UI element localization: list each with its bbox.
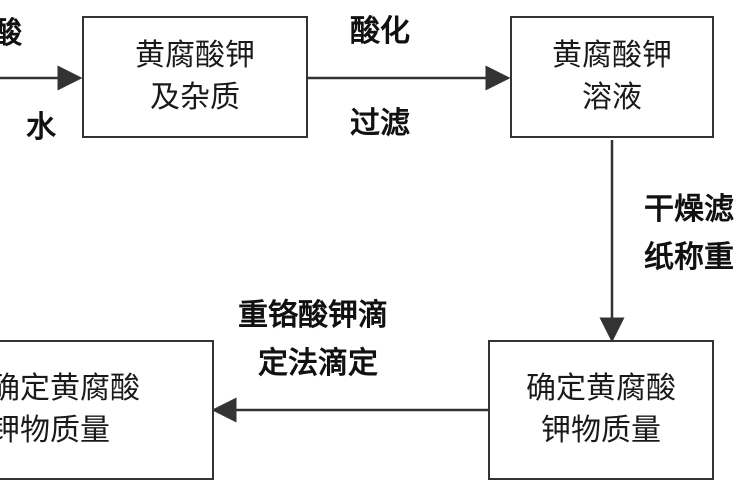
label-dry-line1: 干燥滤: [644, 192, 734, 227]
box-mass-right-line1: 确定黄腐酸: [526, 371, 676, 406]
label-titration-line2: 定法滴定: [258, 346, 378, 381]
label-titration-line1: 重铬酸钾滴: [238, 298, 388, 333]
box-solution-line1: 黄腐酸钾: [552, 38, 672, 73]
label-acid-cut: 酸: [0, 16, 22, 51]
box-raw-line1: 黄腐酸钾: [135, 38, 255, 73]
box-mass-left-line1: 确定黄腐酸: [0, 371, 140, 406]
box-mass-left-line2: 钾物质量: [0, 413, 110, 448]
label-filter: 过滤: [350, 106, 410, 141]
box-mass-right: 确定黄腐酸 钾物质量: [488, 340, 714, 480]
box-solution-line2: 溶液: [582, 80, 642, 115]
label-dry-line2: 纸称重: [644, 240, 734, 275]
box-solution: 黄腐酸钾 溶液: [510, 16, 714, 138]
box-raw-material: 黄腐酸钾 及杂质: [82, 16, 308, 138]
box-raw-line2: 及杂质: [150, 80, 240, 115]
box-mass-left: 确定黄腐酸 钾物质量: [0, 340, 214, 480]
label-water: 水: [26, 110, 56, 145]
box-mass-right-line2: 钾物质量: [541, 413, 661, 448]
label-acidify: 酸化: [350, 14, 410, 49]
